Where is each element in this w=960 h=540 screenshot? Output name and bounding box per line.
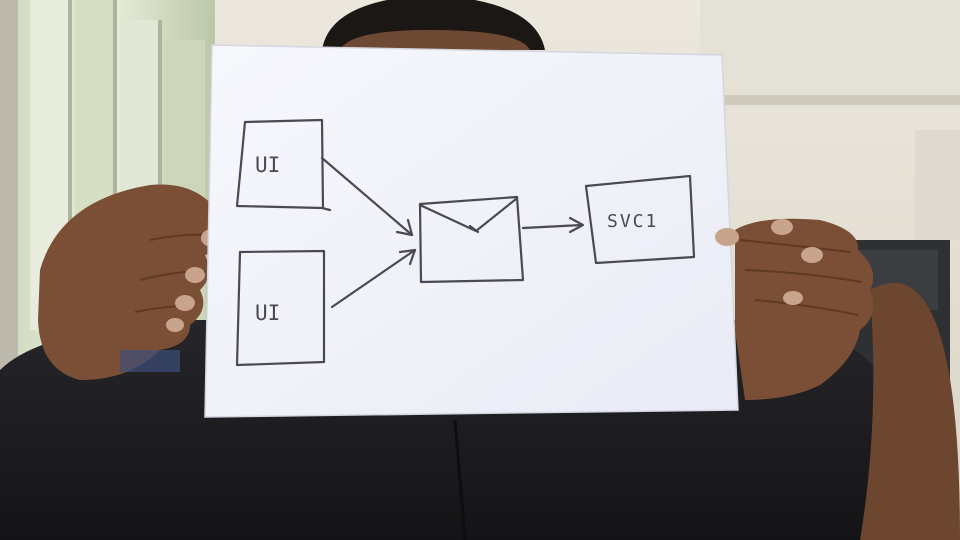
service-box (584, 174, 696, 265)
sketch-diagram (235, 118, 696, 367)
arrow-bottom-to-queue (330, 248, 417, 309)
left-hand (38, 184, 226, 380)
arrow-queue-to-service (521, 223, 584, 230)
service-label: SVC1 (607, 211, 658, 232)
ui-bottom-label: UI (255, 301, 280, 325)
paper-sheet (204, 44, 739, 418)
arrow-top-to-queue (320, 156, 414, 237)
second-person-arm (860, 282, 960, 540)
ui-top-label: UI (255, 153, 280, 177)
right-hand (715, 218, 874, 400)
envelope-icon (418, 195, 525, 284)
ui-box-bottom (235, 249, 326, 367)
